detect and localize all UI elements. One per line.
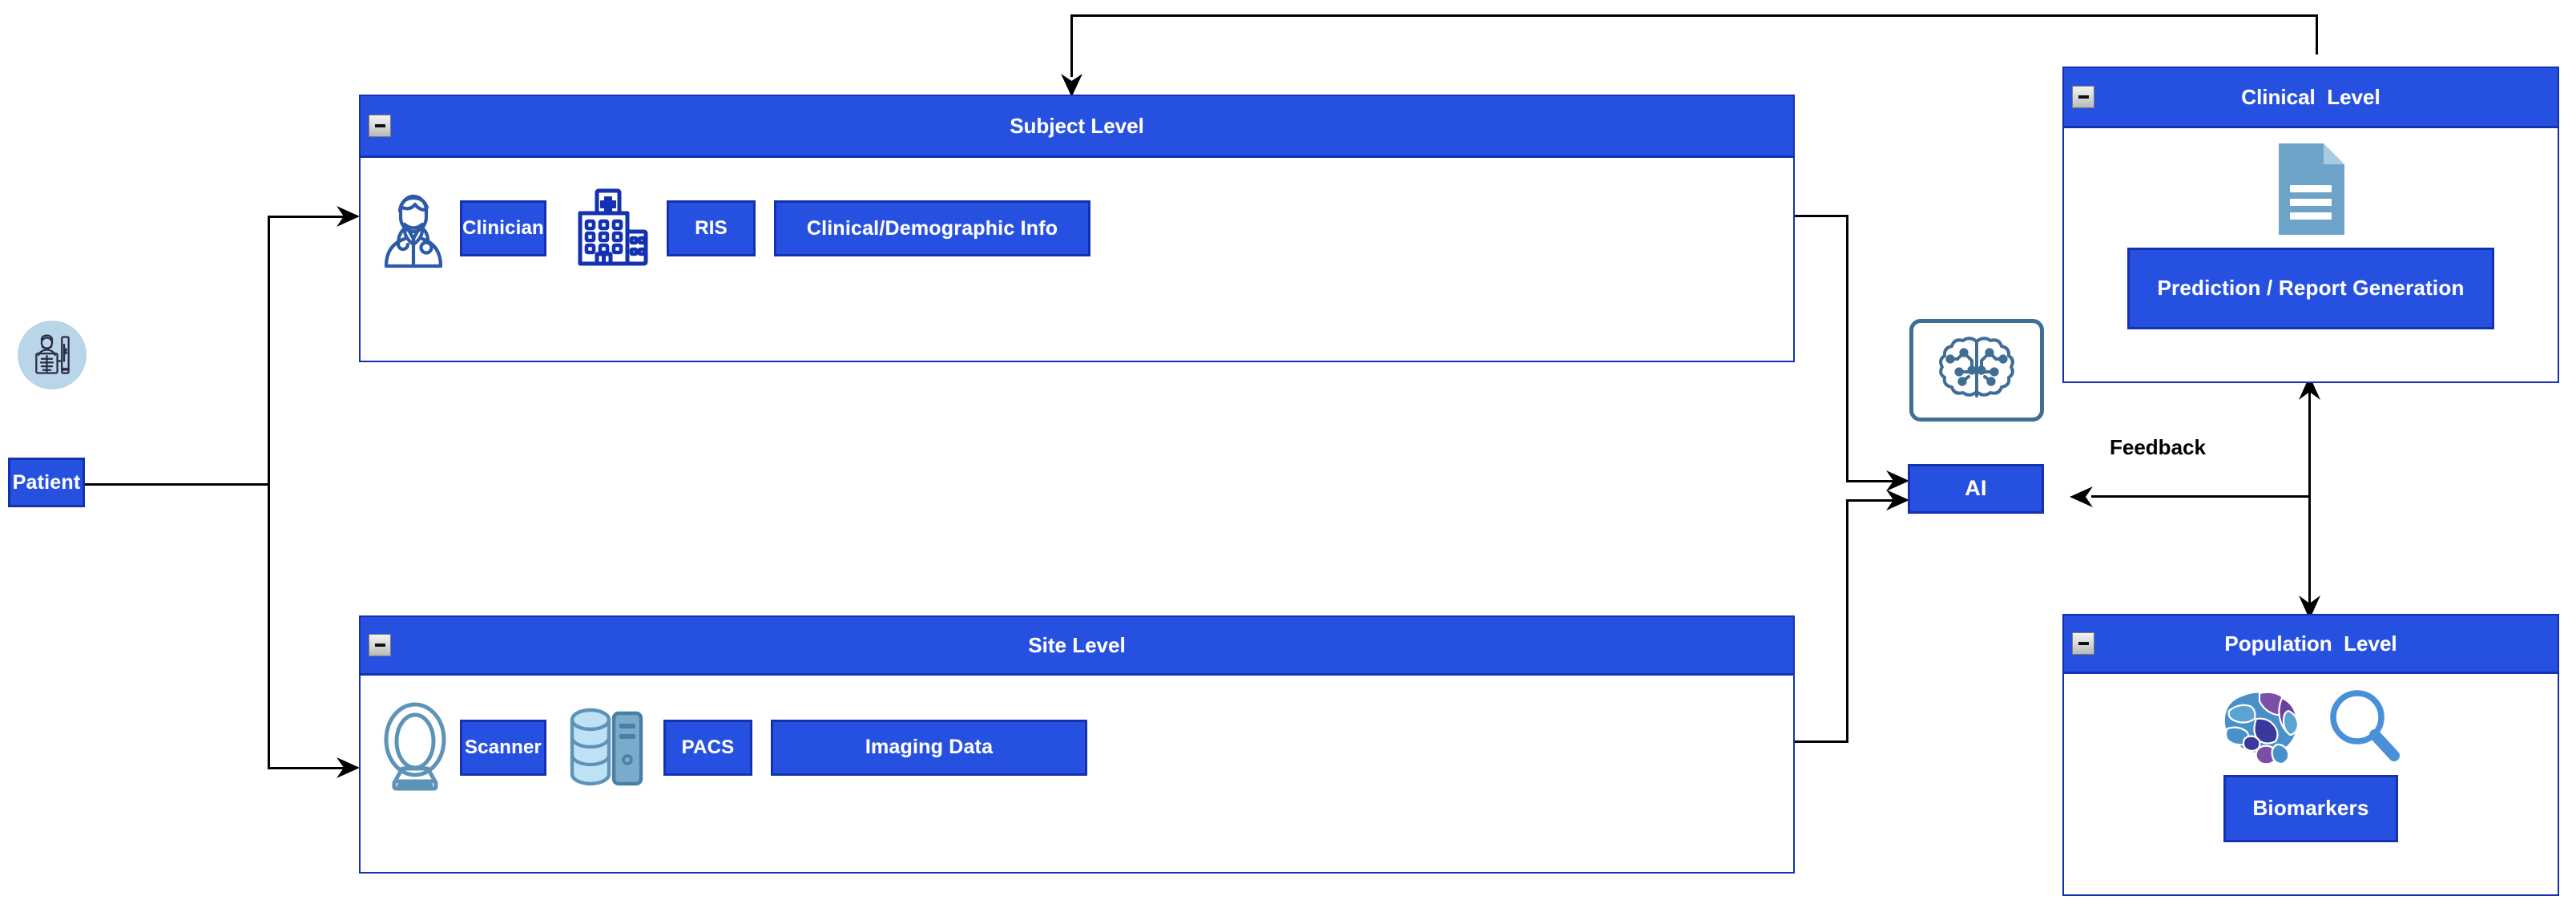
site-level-body: Scanner bbox=[378, 697, 1087, 797]
subject-level-body: Clinician bbox=[378, 180, 1090, 276]
scanner-label: Scanner bbox=[464, 736, 542, 758]
minus-icon[interactable] bbox=[369, 634, 391, 656]
site-level-header: Site Level bbox=[361, 617, 1793, 676]
pacs-label: PACS bbox=[681, 736, 735, 758]
edge-clinical-to-subject-left-vertical bbox=[1070, 14, 1073, 77]
report-document-icon bbox=[2279, 143, 2344, 235]
population-level-container: Population Level bbox=[2062, 614, 2559, 896]
patient-avatar bbox=[18, 321, 87, 389]
edge-clinical-population-vertical bbox=[2308, 383, 2311, 612]
edge-patient-trunk-vertical bbox=[268, 216, 270, 769]
subject-level-title: Subject Level bbox=[1010, 113, 1144, 138]
edge-subject-to-ai-horizontal-top bbox=[1794, 215, 1848, 217]
edge-subject-to-ai-horizontal-bottom bbox=[1846, 480, 1899, 482]
imaging-data-chip[interactable]: Imaging Data bbox=[771, 719, 1087, 776]
clinical-level-title: Clinical Level bbox=[2241, 84, 2380, 109]
site-level-title: Site Level bbox=[1028, 632, 1126, 657]
clinician-label: Clinician bbox=[462, 217, 544, 240]
patient-label: Patient bbox=[12, 470, 81, 494]
edge-subject-to-ai-vertical bbox=[1846, 215, 1848, 482]
minus-icon[interactable] bbox=[2072, 632, 2094, 655]
arrowhead-into-population-level-top bbox=[2299, 595, 2320, 619]
population-level-body: Biomarkers bbox=[2064, 684, 2558, 842]
edge-site-to-ai-horizontal-top bbox=[1846, 499, 1899, 502]
arrowhead-into-subject-level bbox=[1061, 74, 1082, 97]
prediction-report-generation-chip[interactable]: Prediction / Report Generation bbox=[2127, 248, 2494, 329]
minus-icon[interactable] bbox=[2072, 86, 2094, 108]
ris-chip[interactable]: RIS bbox=[667, 200, 756, 256]
mri-scanner-icon bbox=[384, 702, 446, 790]
database-server-icon bbox=[570, 708, 643, 785]
patient-chip[interactable]: Patient bbox=[8, 458, 85, 507]
edge-clinical-to-subject-right-vertical bbox=[2316, 14, 2318, 54]
patient-xray-icon bbox=[35, 334, 70, 374]
arrowhead-into-ai-from-subject bbox=[1886, 470, 1909, 491]
minus-icon[interactable] bbox=[369, 115, 391, 137]
edge-site-to-ai-vertical bbox=[1846, 500, 1848, 743]
ai-chip[interactable]: AI bbox=[1908, 464, 2044, 514]
edge-patient-to-trunk bbox=[84, 483, 270, 486]
clinician-chip[interactable]: Clinician bbox=[460, 200, 546, 256]
edge-clinical-to-subject-horizontal bbox=[1071, 14, 2318, 17]
ai-brain-chip-icon bbox=[1939, 337, 2014, 397]
arrowhead-into-ai-from-site bbox=[1886, 490, 1909, 510]
clinical-level-container: Clinical Level Prediction / Report Gener… bbox=[2062, 67, 2559, 383]
subject-level-header: Subject Level bbox=[361, 96, 1793, 158]
arrowhead-into-ai-feedback bbox=[2070, 486, 2093, 507]
ai-label: AI bbox=[1965, 476, 1987, 501]
subject-level-container: Subject Level bbox=[359, 95, 1795, 362]
edge-trunk-to-site-level bbox=[268, 767, 345, 769]
biomarkers-label: Biomarkers bbox=[2252, 796, 2369, 821]
edge-site-to-ai-horizontal-bottom bbox=[1794, 740, 1848, 743]
clinical-demographic-info-chip[interactable]: Clinical/Demographic Info bbox=[774, 200, 1090, 256]
arrowhead-into-site-level-left bbox=[337, 757, 360, 778]
clinical-demographic-info-label: Clinical/Demographic Info bbox=[806, 216, 1058, 240]
ris-label: RIS bbox=[695, 217, 728, 240]
population-level-header: Population Level bbox=[2064, 615, 2558, 674]
ai-icon-frame bbox=[1909, 319, 2044, 422]
biomarkers-chip[interactable]: Biomarkers bbox=[2223, 775, 2398, 842]
feedback-label: Feedback bbox=[2110, 435, 2206, 459]
edge-trunk-to-subject-level bbox=[268, 216, 345, 218]
pacs-chip[interactable]: PACS bbox=[663, 719, 752, 776]
clinician-icon bbox=[384, 194, 443, 268]
arrowhead-into-subject-level-left bbox=[337, 206, 360, 227]
magnifier-icon bbox=[2330, 690, 2400, 761]
scanner-chip[interactable]: Scanner bbox=[460, 719, 546, 776]
arrowhead-into-clinical-level-bottom bbox=[2299, 376, 2320, 400]
mosaic-brain-icon bbox=[2223, 691, 2300, 765]
site-level-container: Site Level Scanner bbox=[359, 615, 1795, 874]
imaging-data-label: Imaging Data bbox=[865, 736, 994, 759]
hospital-icon bbox=[578, 188, 648, 266]
population-level-title: Population Level bbox=[2224, 631, 2397, 656]
prediction-report-generation-label: Prediction / Report Generation bbox=[2157, 276, 2465, 301]
edge-feedback-to-ai-horizontal bbox=[2091, 495, 2311, 498]
clinical-level-header: Clinical Level bbox=[2064, 68, 2558, 128]
clinical-level-body: Prediction / Report Generation bbox=[2064, 140, 2558, 329]
